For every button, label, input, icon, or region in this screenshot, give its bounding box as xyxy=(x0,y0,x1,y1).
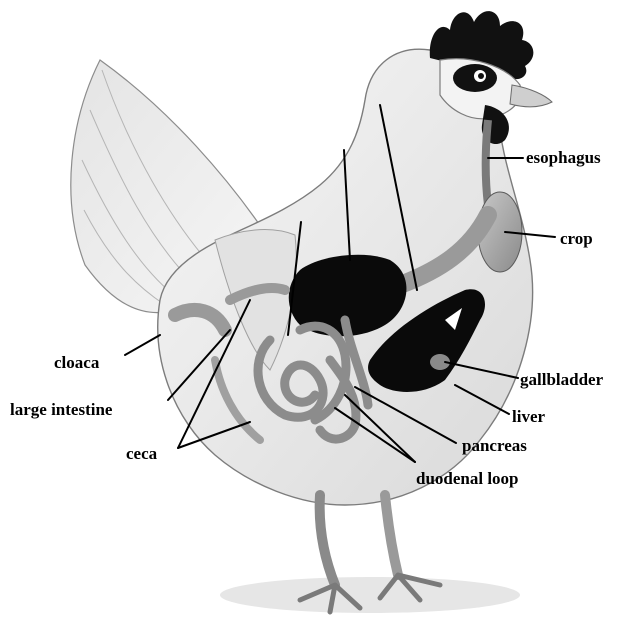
leader-cloaca xyxy=(125,335,160,355)
label-gallbladder: gallbladder xyxy=(520,370,604,389)
ground-shadow xyxy=(220,577,520,613)
esophagus-organ xyxy=(486,120,488,205)
pupil xyxy=(478,73,484,79)
beak xyxy=(510,85,552,107)
label-esophagus: esophagus xyxy=(526,148,601,167)
label-cloaca: cloaca xyxy=(54,353,100,372)
label-large-intestine: large intestine xyxy=(10,400,113,419)
label-ceca: ceca xyxy=(126,444,158,463)
label-liver: liver xyxy=(512,407,545,426)
label-duodenal-loop: duodenal loop xyxy=(416,469,519,488)
label-pancreas: pancreas xyxy=(462,436,527,455)
label-crop: crop xyxy=(560,229,593,248)
